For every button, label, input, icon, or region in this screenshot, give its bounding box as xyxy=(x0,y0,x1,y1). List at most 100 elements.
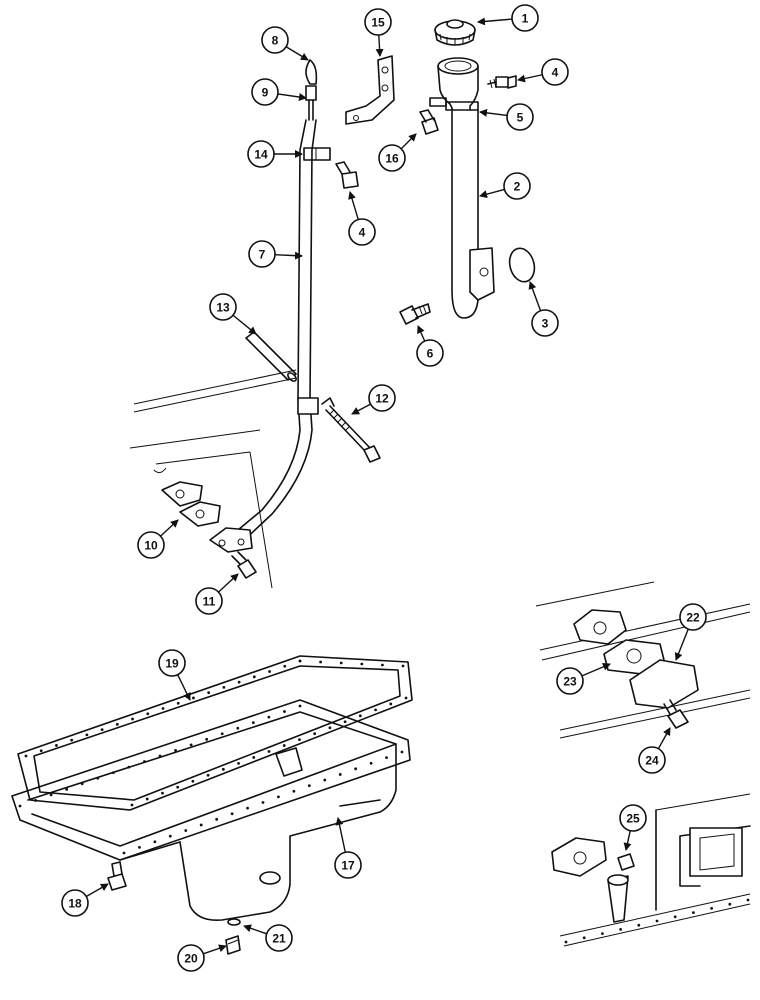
bolt-hole-dot xyxy=(313,732,317,736)
bolt-hole-dot xyxy=(184,829,188,832)
bolt-hole-dot xyxy=(199,823,203,827)
callout-circle-4 xyxy=(541,58,569,86)
bolt-hole-dot xyxy=(692,911,695,914)
bolt-hole-dot xyxy=(655,919,659,923)
inset-lower-right xyxy=(551,793,751,947)
bolt-hole-dot xyxy=(637,923,641,927)
gasket-bolt-holes xyxy=(18,659,750,944)
callout-15: 15 xyxy=(364,8,392,57)
bolt-hole-dot xyxy=(319,660,322,664)
callout-label-25: 25 xyxy=(626,812,640,826)
bolt-hole-dot xyxy=(85,733,89,737)
bolt-hole-dot xyxy=(277,795,280,799)
callout-circle-4 xyxy=(348,218,376,246)
bolt-hole-dot xyxy=(24,754,28,758)
bolt-hole-dot xyxy=(158,754,162,758)
callout-leader-6 xyxy=(417,325,426,342)
callout-leader-15 xyxy=(375,34,384,57)
bolt-hole-dot xyxy=(385,756,388,760)
bolt-hole-dot xyxy=(161,791,164,795)
callout-label-1: 1 xyxy=(522,12,529,26)
callout-leader-21 xyxy=(243,924,267,935)
bolt-hole-dot xyxy=(400,750,404,754)
bolt-hole-dot xyxy=(168,834,172,838)
callout-label-3: 3 xyxy=(542,317,549,331)
bolt-hole-dot xyxy=(130,803,134,807)
callout-label-14: 14 xyxy=(254,148,268,162)
callout-22: 22 xyxy=(674,603,707,661)
callout-leader-24 xyxy=(657,727,671,750)
bolt-hole-dot xyxy=(282,744,286,747)
bolt-hole-dot xyxy=(601,932,604,935)
callout-circle-8 xyxy=(261,26,289,54)
bolt-hole-dot xyxy=(100,728,104,732)
callout-label-15: 15 xyxy=(371,16,385,30)
callout-circle-19 xyxy=(158,649,186,677)
callout-1: 1 xyxy=(477,4,539,32)
bolt-hole-dot xyxy=(710,907,713,910)
callout-6: 6 xyxy=(416,325,444,367)
bolt-hole-dot xyxy=(374,708,377,712)
bolt-hole-dot xyxy=(174,749,177,752)
callout-label-9: 9 xyxy=(262,86,269,100)
callout-leader-22 xyxy=(674,628,689,661)
bolt-upper-part xyxy=(487,75,517,89)
filler-cap-part xyxy=(434,19,476,46)
callout-leader-16 xyxy=(400,133,417,150)
drain-plug-20-part xyxy=(225,935,241,955)
callout-25: 25 xyxy=(619,804,647,851)
callout-leader-10 xyxy=(160,519,179,537)
oil-filler-tube-part xyxy=(429,57,495,319)
bolt-hole-dot xyxy=(122,851,126,855)
dipstick-part xyxy=(305,59,318,121)
bolt-hole-dot xyxy=(251,721,255,725)
drain-plug-18-part xyxy=(107,861,127,891)
bolt-hole-dot xyxy=(283,664,287,668)
bolt-hole-dot xyxy=(252,756,256,759)
bolt-hole-dot xyxy=(237,680,241,684)
callout-leader-20 xyxy=(203,944,227,955)
bolt-hole-dot xyxy=(115,722,119,726)
bolt-hole-dot xyxy=(267,750,271,753)
callout-leader-23 xyxy=(581,663,611,677)
callout-circle-13 xyxy=(209,293,237,321)
callout-leader-7 xyxy=(274,251,303,260)
callout-circle-1 xyxy=(511,4,539,32)
callout-leader-19 xyxy=(177,674,191,701)
callout-19: 19 xyxy=(158,649,191,701)
bolt-hole-dot xyxy=(358,714,362,718)
callout-leader-8 xyxy=(285,46,309,61)
callout-leader-4 xyxy=(348,191,359,220)
flange-bolt-part xyxy=(399,303,431,325)
callout-label-17: 17 xyxy=(341,859,355,873)
callout-label-19: 19 xyxy=(165,657,179,671)
callout-11: 11 xyxy=(195,573,239,615)
bolt-hole-dot xyxy=(401,664,405,668)
bolt-hole-dot xyxy=(323,778,327,782)
bolt-hole-dot xyxy=(127,765,131,769)
bolt-hole-dot xyxy=(268,670,271,673)
callout-leader-9 xyxy=(277,93,307,101)
bolt-hole-dot xyxy=(80,782,84,786)
callout-label-4: 4 xyxy=(552,66,559,80)
bolt-hole-dot xyxy=(146,712,150,716)
callout-leader-17 xyxy=(335,817,346,853)
bolt-hole-dot xyxy=(143,760,146,763)
callout-circle-18 xyxy=(61,889,89,917)
callout-circle-24 xyxy=(638,746,666,774)
callout-leader-3 xyxy=(528,281,542,312)
bolt-hole-dot xyxy=(292,789,296,793)
dipstick-tube-part xyxy=(209,119,319,553)
oil-pan-gasket-part xyxy=(17,655,413,811)
callout-label-23: 23 xyxy=(563,675,577,689)
callout-14: 14 xyxy=(247,140,303,168)
bolt-hole-dot xyxy=(673,915,677,919)
tube-clip-part xyxy=(303,147,331,161)
callout-label-8: 8 xyxy=(272,34,279,48)
callout-circle-11 xyxy=(195,587,223,615)
bolt-11-part xyxy=(231,551,257,579)
callout-circle-3 xyxy=(531,309,559,337)
callout-circle-10 xyxy=(137,531,165,559)
callout-13: 13 xyxy=(209,293,257,335)
